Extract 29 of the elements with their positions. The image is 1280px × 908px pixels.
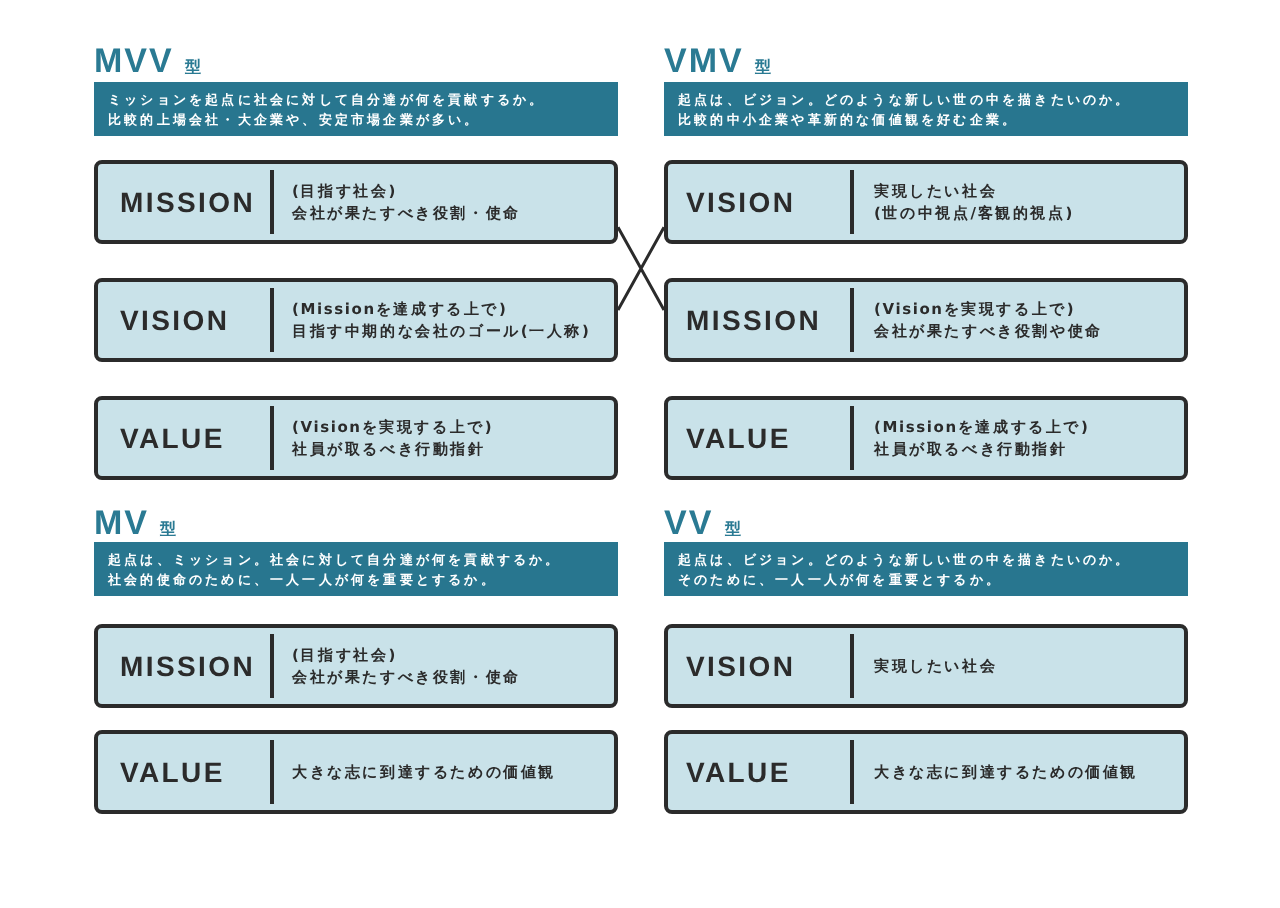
cross-connector: [616, 225, 666, 312]
definition-card: [664, 396, 1188, 480]
term-label: VALUE: [120, 758, 225, 786]
definition-card: [664, 160, 1188, 244]
definition-card: [664, 624, 1188, 708]
type-heading: MVV 型: [94, 44, 202, 84]
definition-card: [94, 278, 618, 362]
term-label: VISION: [120, 306, 230, 334]
type-heading: MV 型: [94, 506, 177, 546]
description-band: [94, 82, 618, 136]
description-band: [94, 542, 618, 596]
type-heading: VV 型: [664, 506, 741, 546]
type-heading: VMV 型: [664, 44, 772, 84]
term-label: MISSION: [120, 652, 256, 680]
definition-card: [94, 624, 618, 708]
term-label: VISION: [686, 652, 796, 680]
definition-card: [94, 396, 618, 480]
term-label: VALUE: [686, 424, 791, 452]
term-label: MISSION: [686, 306, 822, 334]
definition-card: [94, 730, 618, 814]
description-band: [664, 82, 1188, 136]
definition-card: [664, 730, 1188, 814]
term-label: VALUE: [686, 758, 791, 786]
term-label: VISION: [686, 188, 796, 216]
definition-card: [664, 278, 1188, 362]
description-band: [664, 542, 1188, 596]
definition-card: [94, 160, 618, 244]
term-label: VALUE: [120, 424, 225, 452]
term-label: MISSION: [120, 188, 256, 216]
